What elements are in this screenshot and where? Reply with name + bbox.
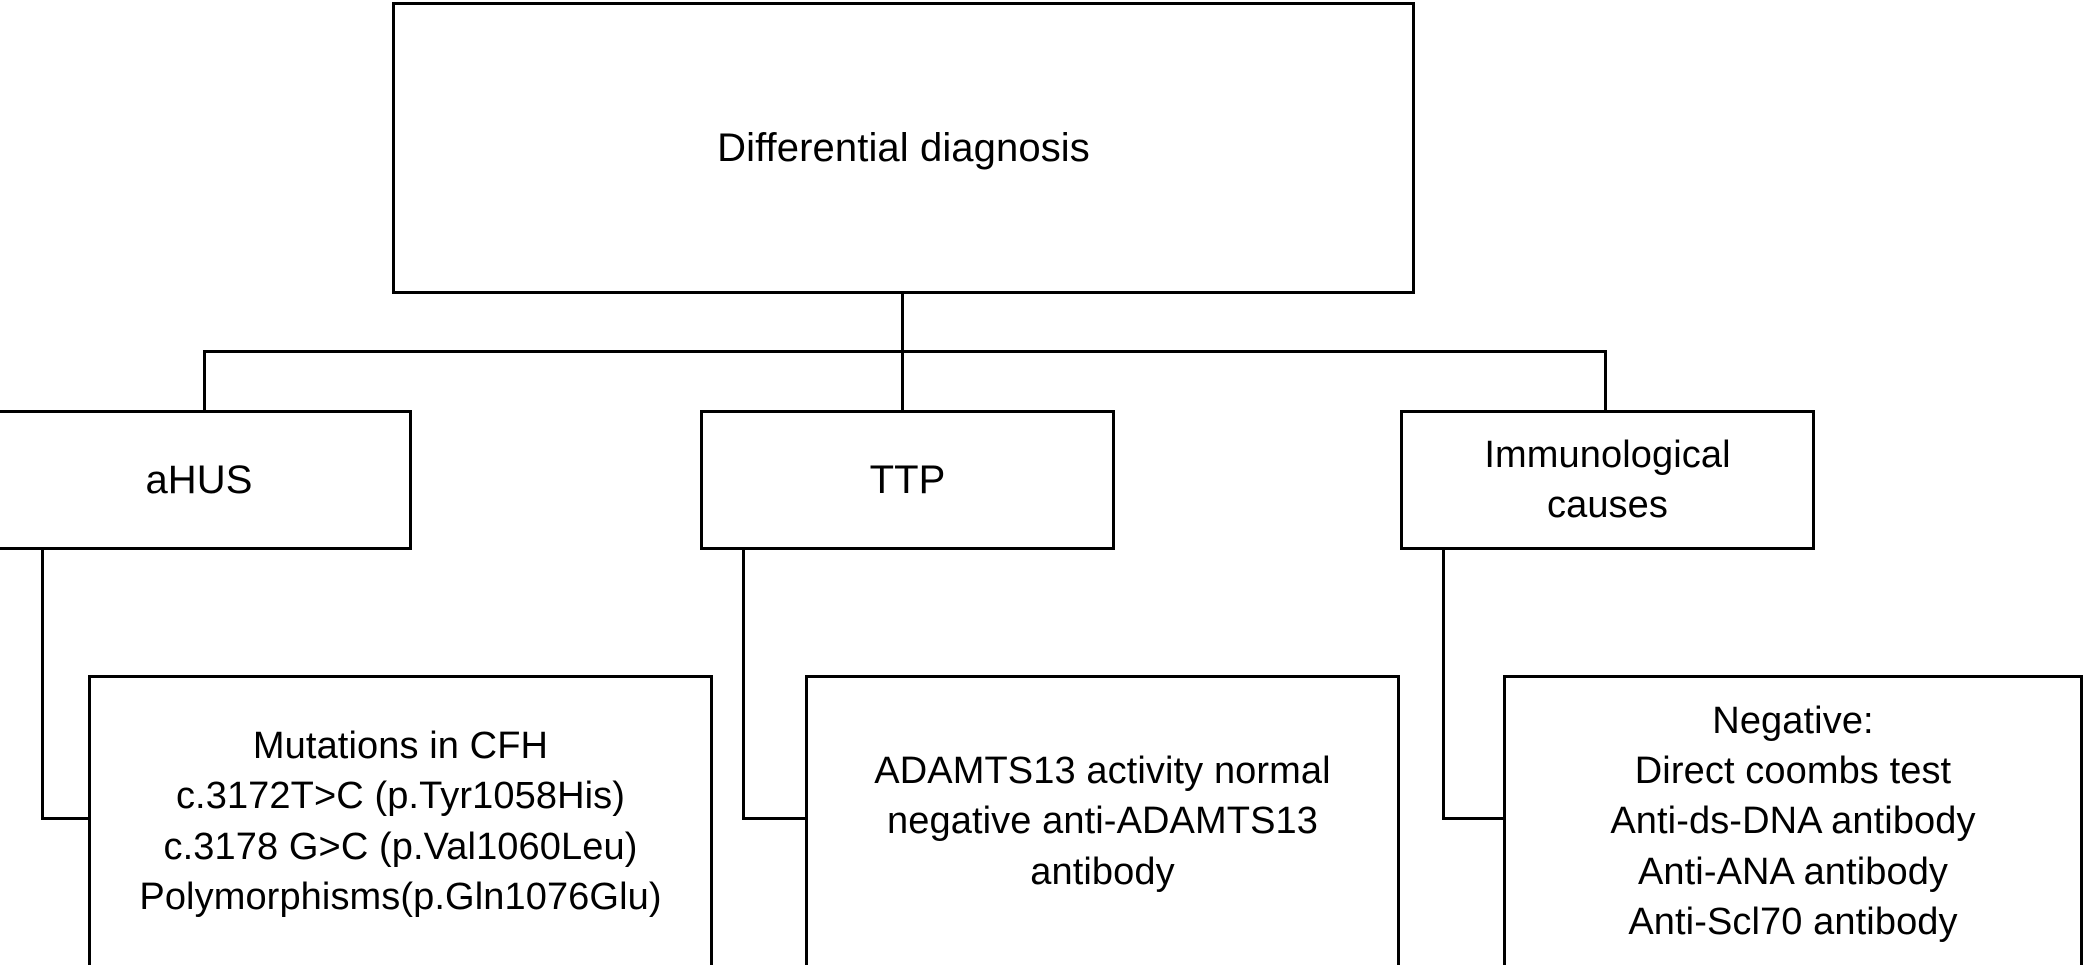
edge-distribution-bar xyxy=(203,350,1607,353)
node-ahus-label: aHUS xyxy=(145,457,253,502)
node-ahus-details-label: Mutations in CFH c.3172T>C (p.Tyr1058His… xyxy=(139,725,662,918)
node-ahus: aHUS xyxy=(0,410,412,550)
edge-ahus-to-details-horizontal xyxy=(41,817,91,820)
node-differential-diagnosis-label: Differential diagnosis xyxy=(717,125,1090,170)
node-differential-diagnosis: Differential diagnosis xyxy=(392,2,1415,294)
edge-root-to-ttp xyxy=(901,350,904,412)
edge-root-to-ahus xyxy=(203,350,206,412)
node-immunological-causes-label: Immunological causes xyxy=(1484,433,1731,526)
edge-ttp-to-details-vertical xyxy=(742,550,745,820)
node-ahus-details: Mutations in CFH c.3172T>C (p.Tyr1058His… xyxy=(88,675,713,965)
node-ttp-details-label: ADAMTS13 activity normal negative anti-A… xyxy=(874,750,1331,893)
edge-root-stem xyxy=(901,293,904,353)
edge-immunological-to-details-vertical xyxy=(1442,550,1445,820)
edge-ahus-to-details-vertical xyxy=(41,550,44,820)
node-ttp-label: TTP xyxy=(869,457,946,502)
node-immunological-details: Negative: Direct coombs test Anti-ds-DNA… xyxy=(1503,675,2083,965)
edge-ttp-to-details-horizontal xyxy=(742,817,808,820)
node-ttp: TTP xyxy=(700,410,1115,550)
node-immunological-causes: Immunological causes xyxy=(1400,410,1815,550)
edge-immunological-to-details-horizontal xyxy=(1442,817,1506,820)
node-ttp-details: ADAMTS13 activity normal negative anti-A… xyxy=(805,675,1400,965)
edge-root-to-immunological xyxy=(1604,350,1607,412)
node-immunological-details-label: Negative: Direct coombs test Anti-ds-DNA… xyxy=(1610,700,1976,943)
